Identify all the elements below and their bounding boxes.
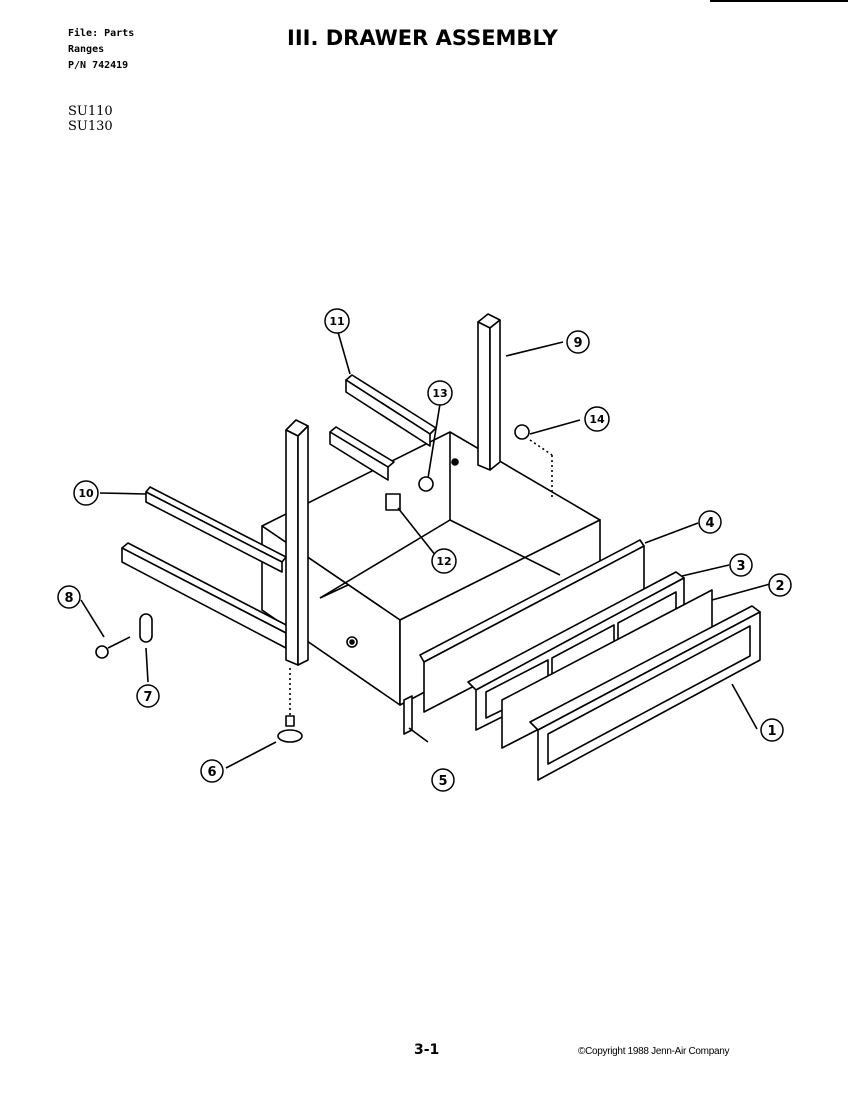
- callout-8: 8: [57, 585, 81, 609]
- svg-text:4: 4: [705, 516, 714, 531]
- callout-1: 1: [760, 718, 784, 742]
- front-upright: [285, 419, 309, 666]
- svg-text:7: 7: [143, 690, 152, 705]
- svg-text:12: 12: [436, 555, 451, 568]
- svg-text:13: 13: [432, 387, 447, 400]
- copyright-notice: ©Copyright 1988 Jenn-Air Company: [578, 1046, 730, 1057]
- svg-text:11: 11: [329, 315, 344, 328]
- model-item: SU130: [68, 119, 113, 134]
- callout-11: 11: [324, 308, 350, 334]
- clip: [139, 613, 153, 643]
- svg-text:9: 9: [573, 336, 582, 351]
- category-line: Ranges: [68, 44, 105, 55]
- rear-rail: [329, 374, 437, 481]
- callout-7: 7: [136, 684, 160, 708]
- drawer-front-panel: [529, 605, 761, 781]
- callout-14: 14: [584, 406, 610, 432]
- svg-text:14: 14: [589, 413, 605, 426]
- callout-6: 6: [200, 759, 224, 783]
- callout-12: 12: [431, 548, 457, 574]
- leader-lines: [80, 331, 771, 769]
- svg-text:8: 8: [64, 591, 73, 606]
- callout-3: 3: [729, 553, 753, 577]
- svg-text:5: 5: [438, 774, 447, 789]
- top-edge-line: [710, 0, 848, 2]
- svg-text:6: 6: [207, 765, 216, 780]
- page-number: 3-1: [414, 1042, 440, 1058]
- svg-text:10: 10: [78, 487, 94, 500]
- screw: [95, 636, 131, 659]
- svg-text:2: 2: [775, 579, 784, 594]
- model-item: SU110: [68, 104, 113, 119]
- callout-5: 5: [431, 768, 455, 792]
- svg-text:1: 1: [767, 724, 776, 739]
- callout-13: 13: [427, 380, 453, 406]
- fasteners: [385, 424, 553, 511]
- callout-2: 2: [768, 573, 792, 597]
- leveling-leg: [277, 668, 303, 743]
- drawer-liner-panel: [419, 539, 645, 713]
- callout-10: 10: [73, 480, 99, 506]
- bracket: [403, 695, 413, 735]
- page-title: III. DRAWER ASSEMBLY: [287, 26, 558, 50]
- model-list: SU110 SU130: [68, 104, 113, 134]
- part-number-line: P/N 742419: [68, 60, 129, 71]
- file-line: File: Parts: [68, 28, 135, 39]
- callouts: 1 2 3 4 5 6 7 8: [57, 308, 792, 792]
- callout-4: 4: [698, 510, 722, 534]
- side-rail-top: [145, 486, 287, 573]
- rear-upright: [477, 313, 501, 471]
- callout-9: 9: [566, 330, 590, 354]
- document-meta: File: Parts Ranges P/N 742419: [68, 26, 134, 74]
- svg-text:3: 3: [736, 559, 745, 574]
